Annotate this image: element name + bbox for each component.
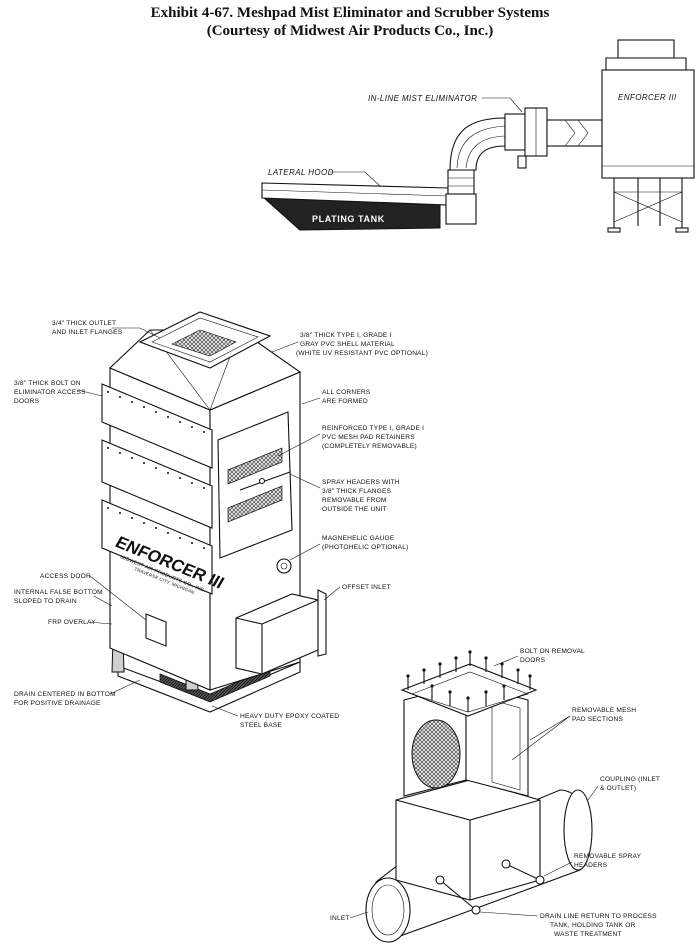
inline-label-mesh-1: REMOVABLE MESH xyxy=(572,707,636,714)
inline-label-drain-1: DRAIN LINE RETURN TO PROCESS xyxy=(540,913,657,920)
inline-label-doors-2: DOORS xyxy=(520,657,546,664)
label-drain-2: FOR POSITIVE DRAINAGE xyxy=(14,700,101,707)
label-retainers-1: REINFORCED TYPE I, GRADE I xyxy=(322,425,424,432)
inline-label-drain-3: WASTE TREATMENT xyxy=(554,931,622,938)
lateral-hood: LATERAL HOOD xyxy=(261,168,449,206)
inline-label-coupling-2: & OUTLET) xyxy=(600,785,636,792)
inline-unit xyxy=(365,650,593,943)
label-base-2: STEEL BASE xyxy=(240,722,282,729)
label-shell-2: GRAY PVC SHELL MATERIAL xyxy=(300,341,395,348)
label-false-bottom-1: INTERNAL FALSE BOTTOM xyxy=(14,589,103,596)
label-base-1: HEAVY DUTY EPOXY COATED xyxy=(240,713,339,720)
label-gauge-1: MAGNEHELIC GAUGE xyxy=(322,535,395,542)
inline-labels: BOLT ON REMOVAL DOORS REMOVABLE MESH PAD… xyxy=(330,648,660,938)
label-false-bottom-2: SLOPED TO DRAIN xyxy=(14,598,77,605)
enforcer-tower-label: ENFORCER III xyxy=(618,93,677,102)
label-offset-inlet: OFFSET INLET xyxy=(342,584,391,591)
system-overview: PLATING TANK LATERAL HOOD IN-LINE MIST E… xyxy=(260,39,695,233)
label-outlet-flanges-1: 3/4" THICK OUTLET xyxy=(52,320,116,327)
label-shell-1: 3/8" THICK TYPE I, GRADE I xyxy=(300,332,392,339)
spray-headers xyxy=(435,859,545,915)
label-shell-3: (WHITE UV RESISTANT PVC OPTIONAL) xyxy=(296,350,428,357)
magnehelic-gauge xyxy=(276,558,292,574)
label-access-door: ACCESS DOOR xyxy=(40,573,91,580)
label-retainers-3: (COMPLETELY REMOVABLE) xyxy=(322,443,417,450)
offset-inlet xyxy=(235,589,327,675)
label-frp: FRP OVERLAY xyxy=(48,619,96,626)
inline-label-drain-2: TANK, HOLDING TANK OR xyxy=(550,922,636,929)
door-bolts xyxy=(407,652,531,712)
lower-housing xyxy=(395,779,541,901)
label-bolt-doors-1: 3/8" THICK BOLT ON xyxy=(14,380,81,387)
label-corners-2: ARE FORMED xyxy=(322,398,368,405)
inline-label-doors-1: BOLT ON REMOVAL xyxy=(520,648,585,655)
label-drain-1: DRAIN CENTERED IN BOTTOM xyxy=(14,691,116,698)
label-spray-3: REMOVABLE FROM xyxy=(322,497,387,504)
inline-label-spray-1: REMOVABLE SPRAY xyxy=(574,853,642,860)
label-outlet-flanges-2: AND INLET FLANGES xyxy=(52,329,123,336)
label-spray-2: 3/8" THICK FLANGES xyxy=(322,488,392,495)
plating-tank-label: PLATING TANK xyxy=(312,214,385,224)
eliminator-access-doors xyxy=(101,383,213,595)
enforcer-tower: ENFORCER III xyxy=(601,39,695,233)
label-spray-1: SPRAY HEADERS WITH xyxy=(322,479,400,486)
label-gauge-2: (PHOTOHELIC OPTIONAL) xyxy=(322,544,409,551)
cutaway-interior xyxy=(217,411,293,559)
inline-label-mesh-2: PAD SECTIONS xyxy=(572,716,623,723)
unit-labels: 3/4" THICK OUTLET AND INLET FLANGES 3/8"… xyxy=(14,320,428,729)
inline-eliminator-label: IN-LINE MIST ELIMINATOR xyxy=(368,94,477,103)
outlet-coupling xyxy=(563,789,593,871)
enforcer-unit: ENFORCER III MIDWEST AIR PRODUCTS CO., I… xyxy=(101,311,327,713)
duct-riser xyxy=(445,117,506,225)
inline-label-coupling-1: COUPLING (INLET xyxy=(600,776,660,783)
label-corners-1: ALL CORNERS xyxy=(322,389,371,396)
lateral-hood-label: LATERAL HOOD xyxy=(268,168,334,177)
exhibit-title: Exhibit 4-67. Meshpad Mist Eliminator an… xyxy=(150,5,550,21)
inline-mist-eliminator: IN-LINE MIST ELIMINATOR xyxy=(368,94,603,169)
label-retainers-2: PVC MESH PAD RETAINERS xyxy=(322,434,415,441)
inlet-opening xyxy=(365,877,411,943)
exhibit-subtitle: (Courtesy of Midwest Air Products Co., I… xyxy=(206,23,494,39)
label-bolt-doors-2: ELIMINATOR ACCESS xyxy=(14,389,86,396)
inline-label-inlet: INLET xyxy=(330,915,350,922)
mesh-pad-section xyxy=(411,719,461,789)
label-spray-4: OUTSIDE THE UNIT xyxy=(322,506,387,513)
access-door xyxy=(145,613,167,647)
inline-label-spray-2: HEADERS xyxy=(574,862,608,869)
label-bolt-doors-3: DOORS xyxy=(14,398,40,405)
